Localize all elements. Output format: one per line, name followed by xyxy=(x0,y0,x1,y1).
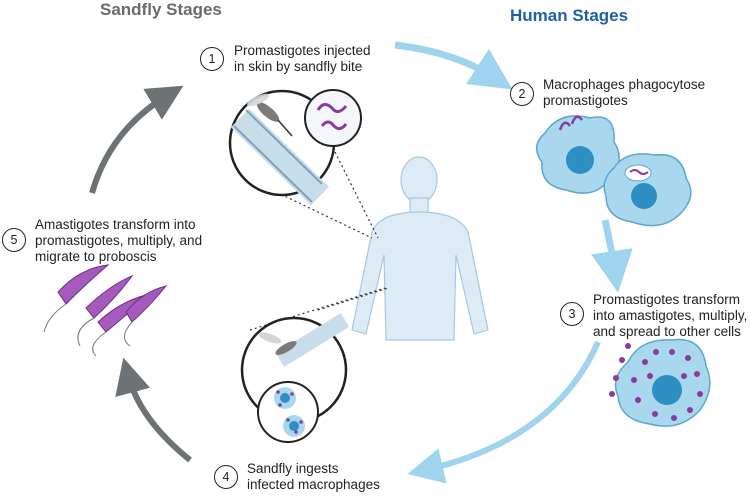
step-3-line-2: into amastigotes, multiply, xyxy=(593,308,748,323)
step-3-line-1: Promastigotes transform xyxy=(593,292,741,307)
step-1-label: Promastigotes injected in skin by sandfl… xyxy=(234,43,371,75)
step-4-label: Sandfly ingests infected macrophages xyxy=(247,461,380,493)
step-1-number: 1 xyxy=(200,47,224,71)
step-5-line-3: migrate to proboscis xyxy=(35,249,157,264)
step-1-line-2: in skin by sandfly bite xyxy=(234,59,363,74)
arrow-step1-to-step2 xyxy=(394,41,513,90)
arrow-step2-to-step3 xyxy=(591,219,633,293)
arrow-step4-to-step5 xyxy=(115,357,192,463)
macrophage-cells-step2 xyxy=(536,115,692,227)
infected-macrophage-step3 xyxy=(609,338,711,427)
step-3-line-3: and spread to other cells xyxy=(593,324,741,339)
injection-zoom-circle xyxy=(228,89,362,206)
arrow-step3-to-step4 xyxy=(407,340,601,484)
step-2-label: Macrophages phagocytose promastigotes xyxy=(543,77,705,109)
promastigotes-step5 xyxy=(43,264,168,357)
zoom-connectors xyxy=(249,151,389,331)
step-5-number: 5 xyxy=(2,228,26,252)
sandfly-stages-header: Sandfly Stages xyxy=(100,0,222,19)
human-stages-header: Human Stages xyxy=(510,6,629,25)
step-5-label: Amastigotes transform into promastigotes… xyxy=(35,217,202,265)
step-3-number: 3 xyxy=(560,302,584,326)
step-4-line-1: Sandfly ingests xyxy=(247,461,339,476)
step-5-line-2: promastigotes, multiply, and xyxy=(35,233,203,248)
arrow-step5-to-step1 xyxy=(89,85,184,194)
step-4-number: 4 xyxy=(214,465,238,489)
step-2-line-2: promastigotes xyxy=(543,93,628,108)
human-body xyxy=(351,156,489,341)
step-4-line-2: infected macrophages xyxy=(247,477,380,492)
step-5-line-1: Amastigotes transform into xyxy=(35,217,196,232)
ingestion-zoom-circle xyxy=(240,313,350,443)
step-2-line-1: Macrophages phagocytose xyxy=(543,77,706,92)
step-1-line-1: Promastigotes injected xyxy=(234,43,371,58)
step-2-number: 2 xyxy=(510,82,534,106)
step-3-label: Promastigotes transform into amastigotes… xyxy=(593,292,747,340)
